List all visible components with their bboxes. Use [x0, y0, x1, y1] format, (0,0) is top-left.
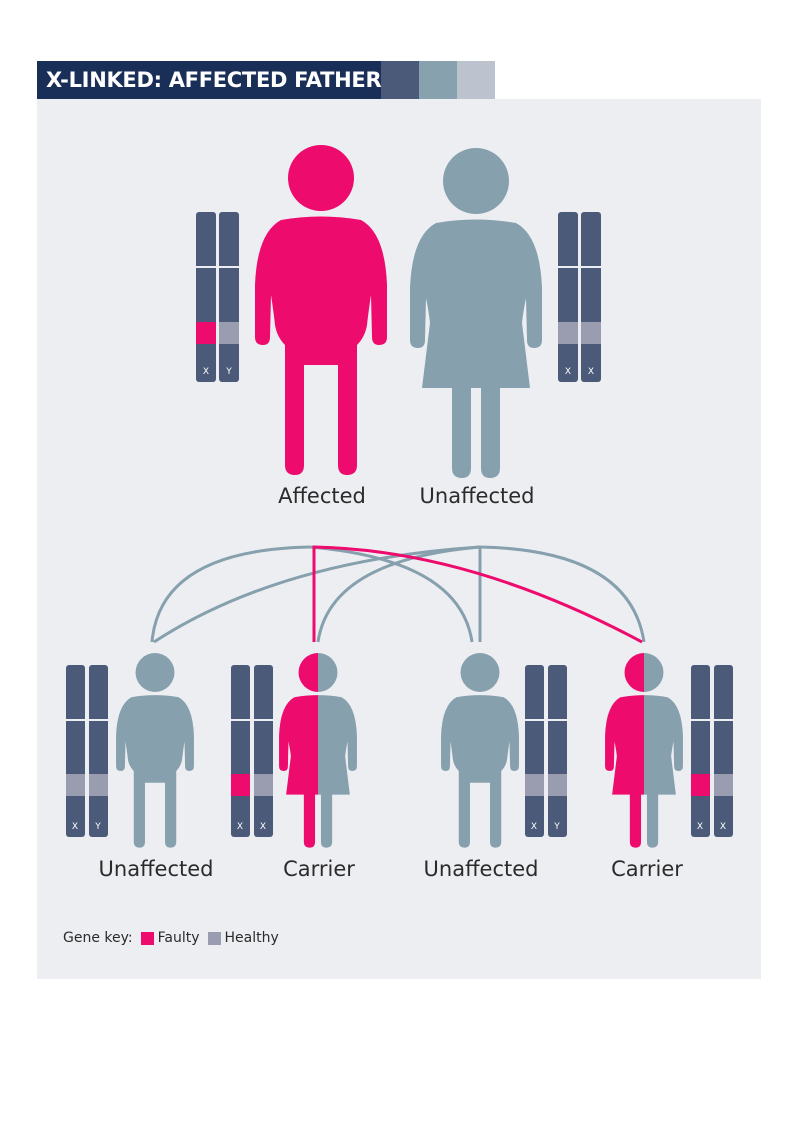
svg-text:X: X [531, 822, 537, 832]
diagram-title: X-LINKED: AFFECTED FATHER [37, 61, 382, 99]
svg-text:X: X [72, 822, 78, 832]
svg-text:X: X [203, 367, 209, 377]
mother-label: Unaffected [419, 484, 535, 508]
father-label: Affected [278, 484, 366, 508]
child-4-label: Carrier [611, 857, 683, 881]
child-1-label: Unaffected [98, 857, 214, 881]
faulty-swatch [140, 931, 154, 945]
svg-text:Y: Y [94, 822, 101, 832]
svg-text:X: X [237, 822, 243, 832]
child-3-label: Unaffected [423, 857, 539, 881]
mother-figure [410, 148, 542, 478]
father-figure [255, 145, 387, 475]
decorative-swatch-1 [381, 61, 419, 99]
svg-text:Y: Y [225, 367, 232, 377]
svg-text:Y: Y [553, 822, 560, 832]
child-2-figure [279, 653, 357, 848]
inheritance-lines [150, 545, 646, 644]
decorative-swatch-3 [457, 61, 495, 99]
svg-text:X: X [565, 367, 571, 377]
child-4-figure [605, 653, 683, 848]
gene-key: Gene key: Faulty Healthy [63, 930, 279, 946]
healthy-label: Healthy [224, 930, 279, 946]
title-banner: X-LINKED: AFFECTED FATHER [37, 61, 495, 99]
gene-key-label: Gene key: [63, 930, 133, 946]
decorative-swatch-2 [419, 61, 457, 99]
child-1-figure [116, 653, 194, 848]
svg-text:X: X [588, 367, 594, 377]
child-3-figure [441, 653, 519, 848]
svg-text:X: X [260, 822, 266, 832]
faulty-label: Faulty [157, 930, 200, 946]
child-2-label: Carrier [283, 857, 355, 881]
svg-text:X: X [720, 822, 726, 832]
healthy-swatch [207, 931, 221, 945]
svg-text:X: X [697, 822, 703, 832]
